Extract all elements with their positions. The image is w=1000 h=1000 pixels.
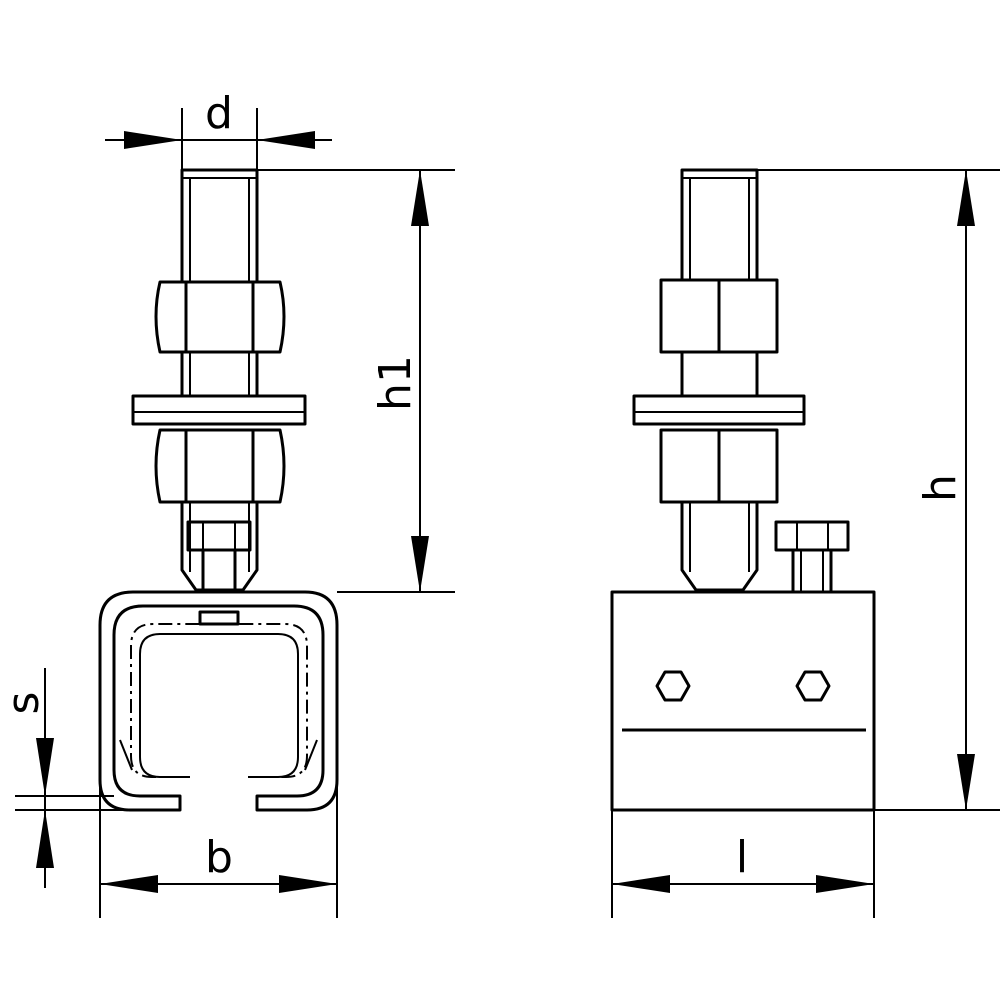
hex-bolt-right bbox=[795, 670, 831, 702]
washer-side bbox=[632, 394, 806, 426]
hex-bolt-left bbox=[655, 670, 691, 702]
threaded-rod-side bbox=[680, 168, 759, 592]
upper-nut-front bbox=[154, 280, 286, 354]
trolley-body bbox=[610, 590, 876, 812]
small-bolt-front bbox=[186, 520, 252, 592]
dimension-h1: h1 bbox=[257, 169, 455, 593]
dimension-label-h1: h1 bbox=[370, 355, 421, 411]
side-view bbox=[610, 168, 876, 812]
c-profile-rail bbox=[98, 590, 339, 812]
dimension-b: b bbox=[99, 740, 338, 918]
upper-nut-side bbox=[659, 278, 779, 354]
dimension-label-b: b bbox=[205, 832, 233, 883]
dimension-s: s bbox=[0, 668, 133, 888]
dimension-label-l: l bbox=[736, 832, 748, 883]
dimension-l: l bbox=[611, 810, 875, 918]
front-view bbox=[98, 168, 339, 812]
set-bolt-side bbox=[774, 520, 850, 594]
washer-front bbox=[131, 394, 307, 426]
lower-nut-front bbox=[154, 428, 286, 504]
lower-nut-side bbox=[659, 428, 779, 504]
threaded-rod-front bbox=[180, 168, 259, 592]
dimension-label-d: d bbox=[205, 88, 233, 139]
dimension-label-s: s bbox=[0, 692, 49, 715]
dimension-label-h: h bbox=[915, 474, 966, 502]
dimension-d: d bbox=[105, 88, 332, 170]
dimension-h: h bbox=[757, 169, 1000, 811]
